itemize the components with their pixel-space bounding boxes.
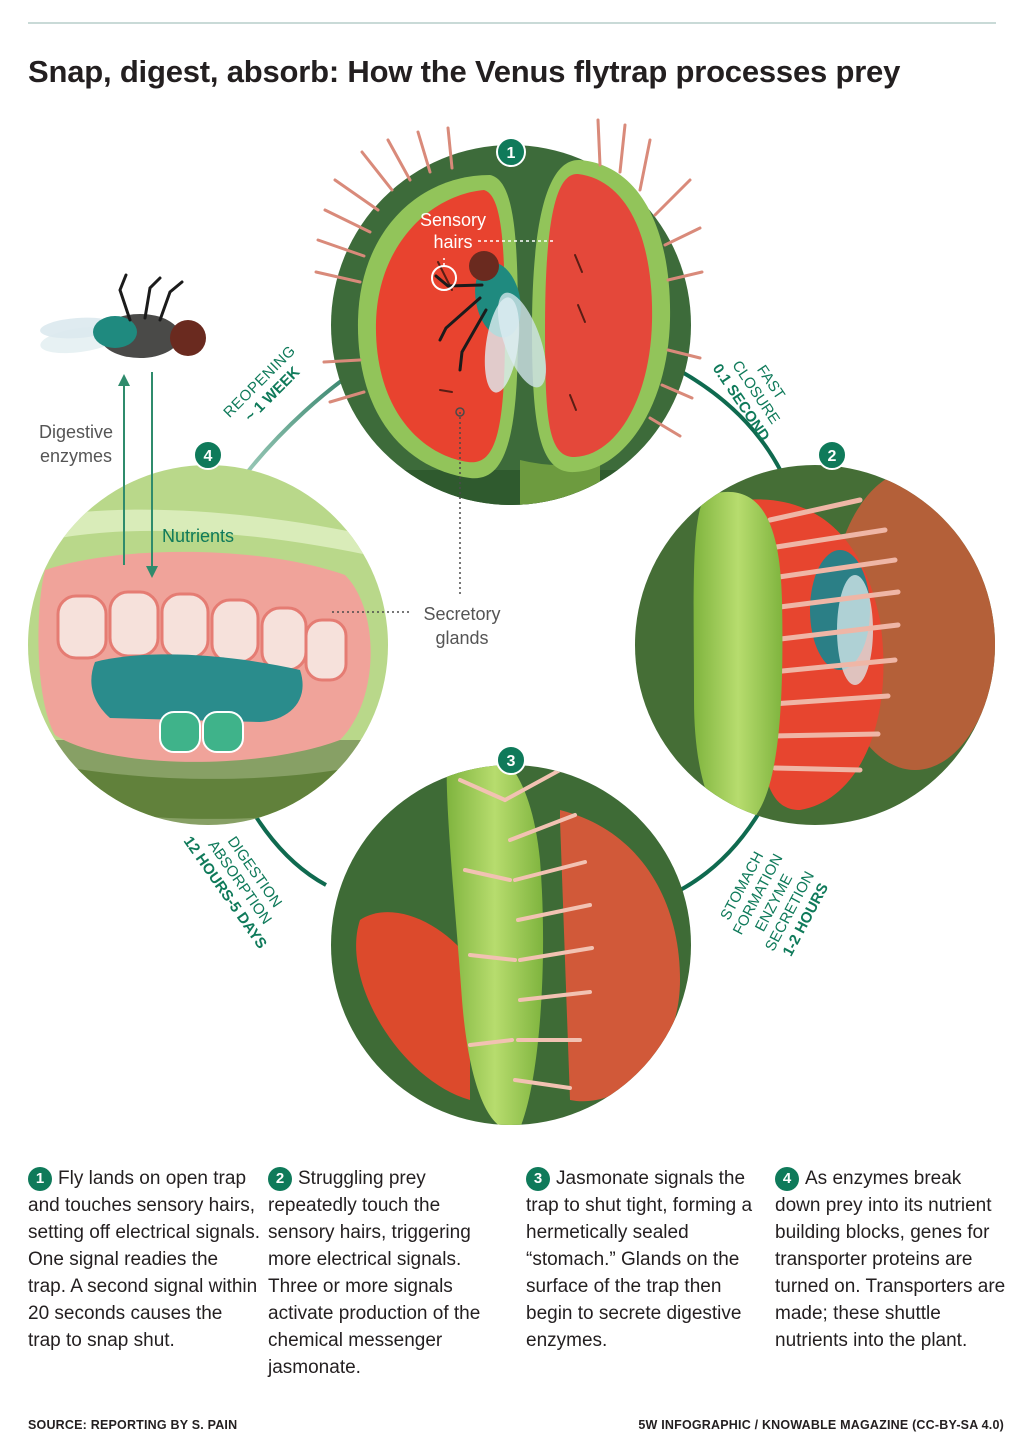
step-badge-4: 4 — [193, 440, 223, 470]
page-title: Snap, digest, absorb: How the Venus flyt… — [28, 54, 901, 89]
stage-2-closing-trap — [635, 465, 995, 825]
stage-4-gland-cross-section — [28, 465, 388, 825]
step-1-text: Fly lands on open trap and touches senso… — [28, 1168, 260, 1351]
nutrients-label: Nutrients — [162, 526, 234, 546]
step-4-badge: 4 — [775, 1167, 799, 1191]
step-1-badge: 1 — [28, 1167, 52, 1191]
stomach-label: STOMACH FORMATION ENZYME SECRETION 1-2 H… — [717, 849, 832, 959]
reopening-label: REOPENING ~ 1 WEEK — [220, 342, 303, 425]
svg-text:1: 1 — [507, 145, 516, 162]
step-4-text: As enzymes break down prey into its nutr… — [775, 1168, 1006, 1351]
step-3-text: Jasmonate signals the trap to shut tight… — [526, 1168, 753, 1351]
sensory-hairs-label-2: hairs — [433, 232, 472, 252]
svg-text:4: 4 — [204, 448, 213, 465]
label-leaders — [443, 240, 555, 266]
step-3-badge: 3 — [526, 1167, 550, 1191]
fast-closure-label: FAST CLOSURE 0.1 SECOND — [709, 358, 788, 445]
step-2-badge: 2 — [268, 1167, 292, 1191]
closing-lobe — [693, 491, 783, 825]
gland-marker — [455, 407, 465, 417]
step-badge-2: 2 — [817, 440, 847, 470]
sensory-hairs-label-1: Sensory — [420, 210, 486, 230]
credit-note: 5W INFOGRAPHIC / KNOWABLE MAGAZINE (CC-B… — [638, 1418, 1004, 1432]
stage-3-sealed-trap — [331, 765, 691, 1125]
digestion-label: DIGESTION ABSORPTION 12 HOURS-5 DAYS — [180, 833, 285, 952]
exchange-arrows — [118, 372, 158, 578]
source-note: SOURCE: REPORTING BY S. PAIN — [28, 1418, 238, 1432]
stage-1-open-trap — [314, 118, 704, 505]
step-badge-1: 1 — [496, 137, 526, 167]
secretory-glands-label-1: Secretory — [423, 604, 500, 624]
step-2-text: Struggling prey repeatedly touch the sen… — [268, 1168, 481, 1378]
secretory-glands-label-2: glands — [435, 628, 488, 648]
fly-on-trap — [434, 251, 547, 393]
step-badge-3: 3 — [496, 745, 526, 775]
svg-text:3: 3 — [507, 753, 516, 770]
free-fly — [40, 273, 206, 358]
digestive-enzymes-label-1: Digestive — [39, 422, 113, 442]
flytrap-cycle-diagram: Sensory hairs Secretory glands Digestive… — [28, 118, 995, 1125]
digestive-enzymes-label-2: enzymes — [40, 446, 112, 466]
svg-text:2: 2 — [828, 448, 837, 465]
top-rule — [28, 22, 996, 24]
